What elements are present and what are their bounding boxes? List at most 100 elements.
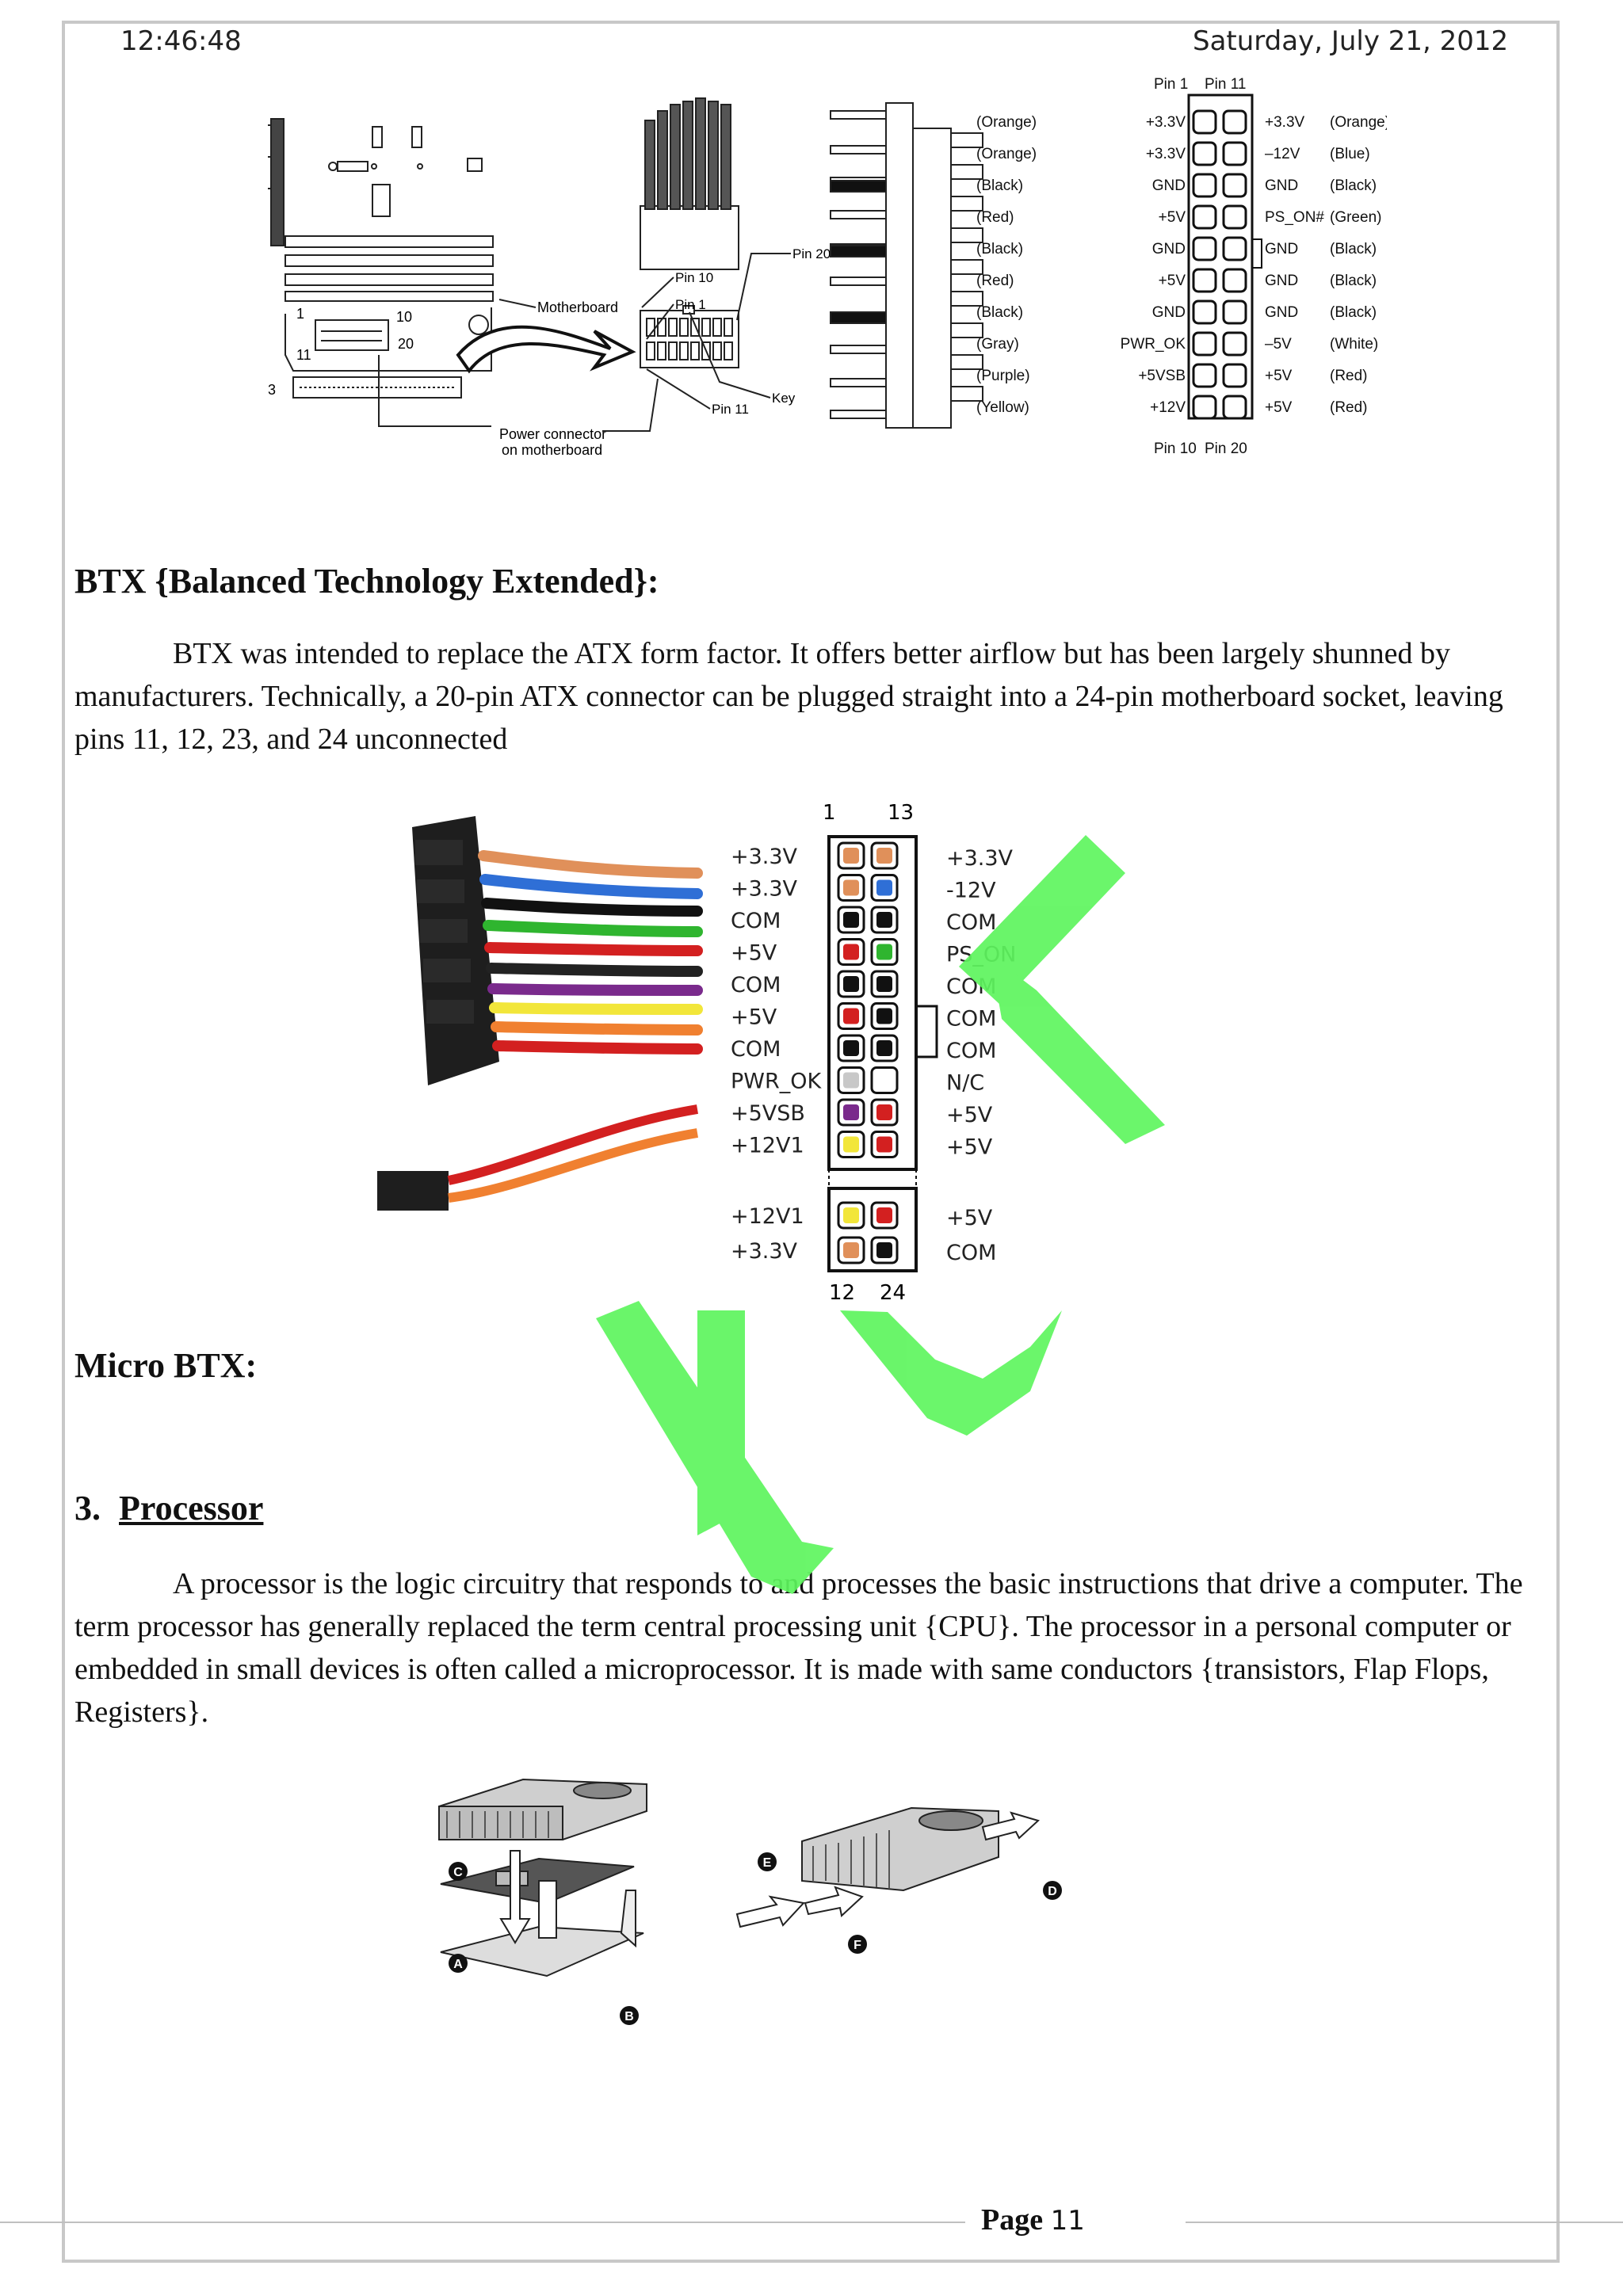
cpu-label-badge	[620, 2006, 639, 2025]
page-footer: Page 11	[981, 2203, 1085, 2237]
btx-pin-right-color	[876, 879, 892, 896]
btx-right-signal: COM	[946, 1007, 996, 1032]
board-num-1: 1	[296, 306, 304, 322]
micro-btx-heading: Micro BTX:	[74, 1346, 258, 1385]
btx-pin-left-color	[843, 879, 859, 896]
btx-pin-left-color	[843, 944, 859, 960]
pinout-right-color: (Red)	[1330, 368, 1368, 384]
btx-pin-right-color	[876, 1104, 892, 1120]
pinout-left-signal: +3.3V	[1146, 146, 1186, 162]
cpu-label-text: C	[453, 1866, 463, 1879]
processor-number: 3.	[74, 1489, 101, 1527]
pinout-right-signal: –12V	[1265, 146, 1300, 162]
board-num-11: 11	[296, 347, 311, 363]
pinout-top-pin11: Pin 11	[1205, 76, 1246, 93]
btx-right-signal: COM	[946, 974, 996, 999]
pin10-label: Pin 10	[675, 270, 713, 285]
btx-pin-left-color	[843, 1072, 859, 1089]
pinout-pin	[1192, 173, 1217, 198]
pinout-pin	[1222, 331, 1247, 357]
btx-top-num-1: 1	[823, 801, 836, 825]
pinout-pin	[1222, 109, 1247, 135]
btx-left-signal: +5V	[731, 941, 777, 966]
page-frame	[62, 21, 1560, 2263]
cpu-label-badge	[848, 1935, 867, 1954]
pinout-pin	[1222, 363, 1247, 388]
pinout-pin	[1192, 331, 1217, 357]
cpu-label-text: D	[1048, 1885, 1057, 1898]
pinout-pin	[1222, 173, 1247, 198]
btx-main-block	[827, 835, 918, 1171]
btx-pin-left-color	[843, 1008, 859, 1024]
btx-left-signal: +3.3V	[731, 1239, 798, 1264]
btx-pin-right-color	[876, 976, 892, 992]
wire-harness-side-view	[830, 102, 983, 429]
pinout-right-signal: +3.3V	[1265, 114, 1305, 131]
btx-pin-right-color	[876, 1136, 892, 1153]
pin11-label: Pin 11	[712, 402, 749, 417]
btx-pin-left-color	[843, 1207, 859, 1223]
cpu-label-badge	[449, 1954, 468, 1973]
pinout-pin	[1192, 363, 1217, 388]
btx-left-signal: +5V	[731, 1005, 777, 1030]
cpu-label-text: B	[624, 2010, 634, 2023]
pinout-left-color: (Orange)	[976, 146, 1037, 162]
btx-pin-left-color	[843, 848, 859, 864]
processor-title: Processor	[119, 1489, 264, 1527]
cpu-label-badge	[1043, 1881, 1062, 1900]
btx-right-signal: N/C	[946, 1071, 984, 1096]
cpu-label-text: E	[763, 1856, 772, 1870]
pinout-pin	[1222, 236, 1247, 261]
pinout-left-signal: GND	[1152, 304, 1186, 321]
pinout-pin	[1222, 299, 1247, 325]
btx-right-signal: COM	[946, 910, 996, 935]
btx-right-signal: COM	[946, 1241, 996, 1265]
cpu-label-badge	[449, 1862, 468, 1881]
btx-extra-block	[827, 1187, 918, 1272]
pinout-right-signal: GND	[1265, 241, 1298, 257]
pinout-bottom-pin10: Pin 10	[1154, 441, 1197, 457]
btx-left-signal: PWR_OK	[731, 1070, 822, 1094]
board-num-10: 10	[396, 309, 412, 325]
btx-right-signal: PS_ON	[946, 943, 1016, 967]
pinout-left-color: (Black)	[976, 304, 1023, 321]
power-connector-label-2: on motherboard	[502, 442, 602, 458]
pinout-right-signal: +5V	[1265, 399, 1293, 416]
btx-latch	[916, 1005, 938, 1058]
pinout-pin	[1192, 395, 1217, 420]
pinout-left-signal: +5VSB	[1138, 368, 1186, 384]
pinout-right-signal: +5V	[1265, 368, 1293, 384]
footer-rule-right	[1186, 2222, 1623, 2223]
btx-right-signal: +3.3V	[946, 846, 1014, 871]
pinout-right-color: (White)	[1330, 336, 1378, 353]
btx-left-signal: +12V1	[731, 1134, 804, 1158]
btx-pin-right-color	[876, 848, 892, 864]
pinout-right-signal: –5V	[1265, 336, 1292, 353]
btx-pin-right-color	[876, 1040, 892, 1056]
btx-pin-right-color	[876, 1242, 892, 1258]
btx-pin-left-color	[843, 1136, 859, 1153]
pin20-label: Pin 20	[792, 246, 831, 261]
btx-bottom-num-24: 24	[880, 1281, 906, 1305]
pinout-right-color: (Orange)	[1330, 114, 1387, 131]
btx-pin-left-color	[843, 1242, 859, 1258]
pinout-right-color: (Black)	[1330, 241, 1377, 257]
btx-pin-left-color	[843, 1104, 859, 1120]
btx-pin-right-color	[876, 1008, 892, 1024]
pinout-left-signal: GND	[1152, 241, 1186, 257]
pinout-left-signal: GND	[1152, 177, 1186, 194]
board-num-20: 20	[398, 336, 414, 352]
pinout-latch	[1252, 238, 1262, 269]
pinout-pin	[1192, 109, 1217, 135]
pinout-bottom-pin20: Pin 20	[1205, 441, 1247, 457]
pinout-left-color: (Black)	[976, 177, 1023, 194]
pinout-pin	[1222, 395, 1247, 420]
pinout-block	[1187, 93, 1254, 420]
pinout-left-color: (Red)	[976, 273, 1014, 289]
pinout-pin	[1222, 141, 1247, 166]
btx-pin-left-color	[843, 912, 859, 928]
